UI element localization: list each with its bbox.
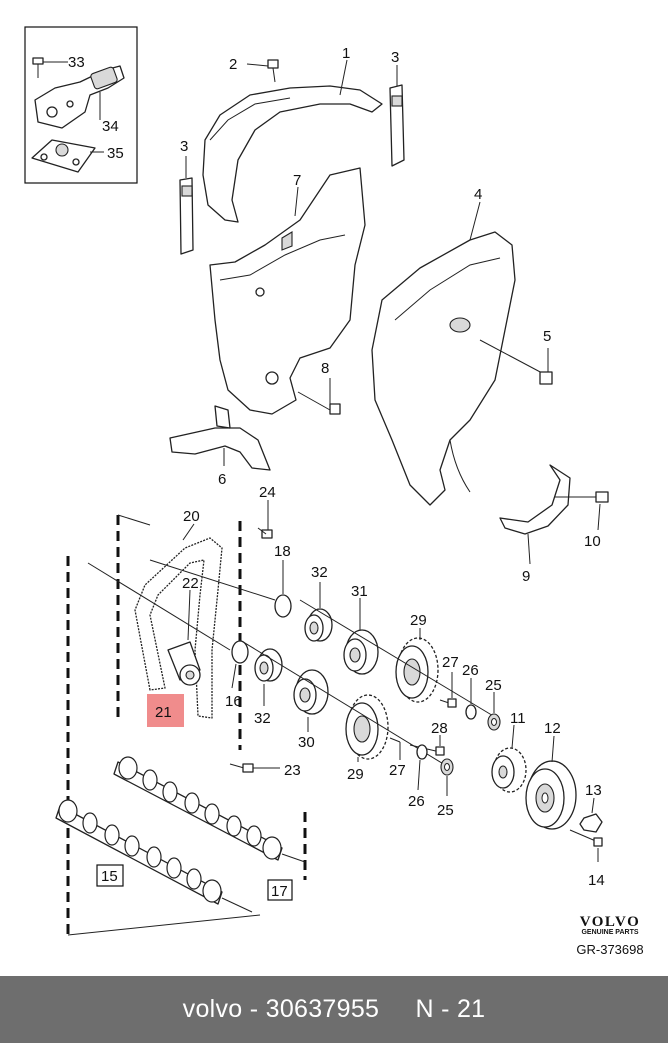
label-25-upper: 25 — [485, 677, 502, 694]
clip-3-right — [389, 65, 405, 167]
label-1: 1 — [342, 45, 350, 62]
label-25-lower: 25 — [437, 802, 454, 819]
label-26-lower: 26 — [408, 793, 425, 810]
label-26-upper: 26 — [462, 662, 479, 679]
label-35: 35 — [107, 145, 124, 162]
label-3-left: 3 — [180, 138, 188, 155]
bolt-27-upper — [439, 672, 457, 708]
label-32-lower: 32 — [254, 710, 271, 727]
sprocket-29-lower — [345, 694, 389, 762]
tensioner-22 — [167, 589, 201, 686]
o-ring-16 — [231, 640, 249, 689]
bolt-24 — [257, 500, 273, 539]
label-12: 12 — [544, 720, 561, 737]
outer-timing-cover — [371, 201, 516, 506]
bolt-8 — [297, 378, 341, 415]
label-31: 31 — [351, 583, 368, 600]
timing-belt-20 — [134, 523, 223, 719]
footer-bar: volvo - 30637955 N - 21 — [0, 976, 668, 1043]
label-8: 8 — [321, 360, 329, 377]
label-30: 30 — [298, 734, 315, 751]
spacer-32-upper — [304, 582, 333, 642]
label-16: 16 — [225, 693, 242, 710]
label-5: 5 — [543, 328, 551, 345]
label-17-box — [267, 879, 293, 901]
label-33: 33 — [68, 54, 85, 71]
label-2: 2 — [229, 56, 237, 73]
label-18: 18 — [274, 543, 291, 560]
label-22: 22 — [182, 575, 199, 592]
clip-3-left — [179, 156, 194, 255]
label-24: 24 — [259, 484, 276, 501]
upper-timing-cover — [202, 59, 383, 223]
label-28: 28 — [431, 720, 448, 737]
label-13: 13 — [585, 782, 602, 799]
sprocket-29-upper — [395, 628, 439, 703]
cam-hub-30 — [293, 669, 329, 732]
label-27-upper: 27 — [442, 654, 459, 671]
crank-pulley-12 — [525, 735, 577, 830]
label-32-upper: 32 — [311, 564, 328, 581]
label-4: 4 — [474, 186, 482, 203]
volvo-logo: VOLVO — [579, 914, 641, 930]
bolt-14 — [569, 829, 603, 862]
label-29-upper: 29 — [410, 612, 427, 629]
diagram-reference: GR-373698 — [576, 942, 644, 957]
label-15-box — [96, 864, 124, 887]
inset-box — [24, 26, 138, 184]
bolt-10 — [554, 491, 609, 531]
crank-gear-11 — [491, 724, 527, 793]
label-17: 17 — [271, 883, 288, 900]
label-29-lower: 29 — [347, 766, 364, 783]
exploded-parts-diagram: 33 34 35 2 1 3 3 7 8 — [24, 26, 609, 936]
cam-hub-31 — [343, 598, 379, 675]
label-21-highlight — [147, 694, 184, 727]
bolt-5 — [479, 339, 553, 385]
label-9: 9 — [522, 568, 530, 585]
parts-diagram-area: 33 34 35 2 1 3 3 7 8 — [24, 26, 660, 957]
washer-26-upper — [465, 678, 477, 720]
inner-timing-cover — [209, 167, 366, 415]
label-11: 11 — [510, 710, 526, 727]
label-15: 15 — [101, 868, 118, 885]
lower-shield-9 — [499, 464, 571, 565]
label-6: 6 — [218, 471, 226, 488]
brand-block: VOLVO GENUINE PARTS GR-373698 — [560, 914, 660, 957]
label-3-right: 3 — [391, 49, 399, 66]
nut-13 — [579, 797, 603, 833]
bolt-27-lower — [389, 737, 401, 760]
washer-26-lower — [416, 744, 428, 791]
label-7: 7 — [293, 172, 301, 189]
footer-caption: volvo - 30637955 N - 21 — [182, 995, 486, 1023]
camshaft-15 — [55, 799, 253, 913]
label-10: 10 — [584, 533, 601, 550]
nut-25-lower — [440, 758, 454, 796]
label-27-lower: 27 — [389, 762, 406, 779]
label-20: 20 — [183, 508, 200, 525]
lower-guard-6 — [169, 405, 271, 471]
label-21: 21 — [155, 704, 172, 721]
spacer-32-lower — [254, 648, 283, 706]
nut-25-upper — [487, 692, 501, 731]
camshaft-17 — [113, 756, 306, 863]
o-ring-18 — [274, 560, 292, 618]
label-34: 34 — [102, 118, 119, 135]
bolt-23 — [229, 763, 280, 773]
label-14: 14 — [588, 872, 605, 889]
brand-tagline: GENUINE PARTS — [581, 929, 639, 936]
label-23: 23 — [284, 762, 301, 779]
